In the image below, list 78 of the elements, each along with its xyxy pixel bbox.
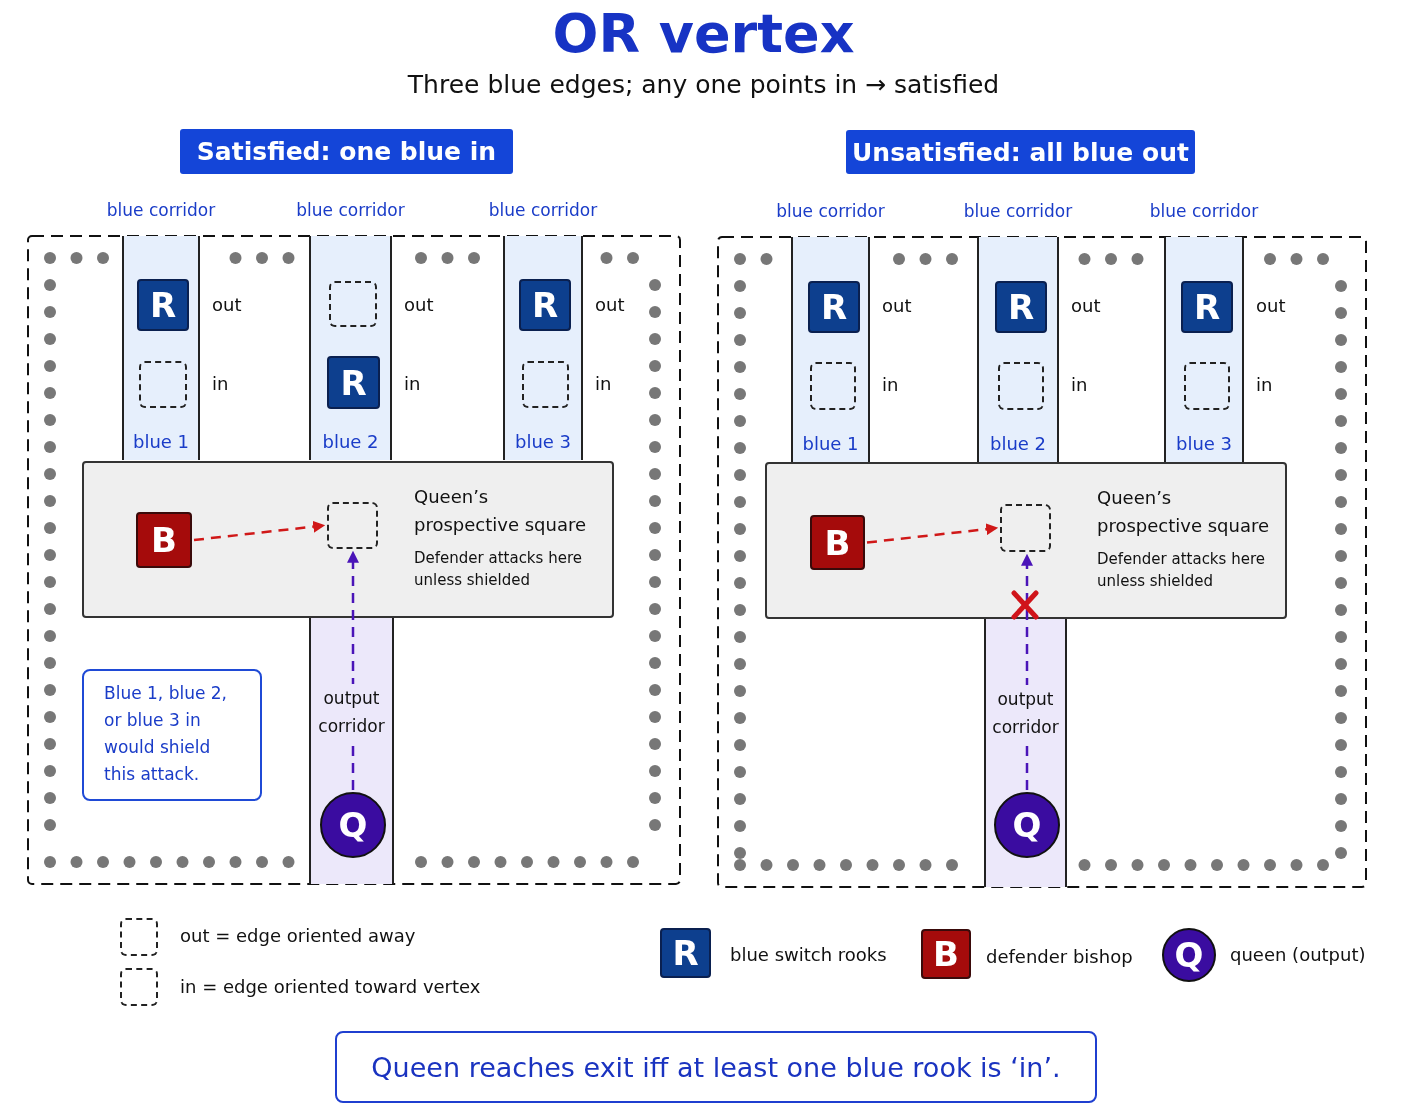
empty-square — [1184, 362, 1230, 410]
state-label: in — [882, 374, 899, 395]
bishop-tile: B — [136, 512, 192, 568]
state-label: out — [404, 294, 434, 315]
arrow — [1021, 553, 1033, 790]
zone-heading: Queen’s prospective square — [1097, 486, 1271, 538]
corridor-band — [977, 237, 1059, 462]
corridor-label: blue 1 — [131, 431, 191, 452]
rook-tile: R — [519, 279, 571, 331]
corridor-band — [309, 618, 394, 884]
rook-tile: R — [137, 279, 189, 331]
empty-square — [522, 361, 569, 408]
rook-tile: R — [808, 281, 860, 333]
bishop-tile: B — [921, 929, 971, 979]
rook-tile: R — [995, 281, 1047, 333]
rook-tile: R — [660, 928, 711, 978]
corridor-band — [309, 236, 392, 460]
state-label: out — [595, 294, 625, 315]
empty-square — [810, 362, 856, 410]
state-label: in — [1071, 374, 1088, 395]
corridor-band — [122, 236, 200, 460]
corridor-heading: blue corridor — [962, 201, 1074, 221]
corridor-heading: blue corridor — [1148, 201, 1260, 221]
legend-text: defender bishop — [986, 946, 1133, 967]
corridor-band — [791, 237, 870, 462]
legend-text: blue switch rooks — [730, 944, 887, 965]
corridor-label: blue 1 — [801, 433, 860, 454]
corridor-label: blue 3 — [1174, 433, 1234, 454]
state-label: in — [404, 373, 421, 394]
rook-tile: R — [327, 356, 380, 409]
corridor-label: output corridor — [317, 684, 386, 740]
arrow — [347, 550, 359, 790]
note-box: Blue 1, blue 2, or blue 3 in would shield this attack. — [82, 669, 262, 801]
corridor-label: blue 3 — [513, 431, 573, 452]
target-zone-panel — [82, 461, 614, 618]
zone-heading: Queen’s prospective square — [414, 485, 588, 537]
zone-description: Defender attacks here unless shielded — [1097, 549, 1266, 592]
state-label: out — [882, 295, 912, 316]
conclusion-box: Queen reaches exit iff at least one blue rook is ‘in’. — [335, 1031, 1097, 1103]
empty-square — [329, 281, 377, 327]
corridor-heading: blue corridor — [487, 200, 599, 220]
queen-token: Q — [994, 792, 1060, 858]
rook-tile: R — [1181, 281, 1233, 333]
state-label: out — [212, 294, 242, 315]
corridor-label: blue 2 — [321, 431, 380, 452]
panel-header: Satisfied: one blue in — [180, 129, 513, 174]
target-zone-panel — [765, 462, 1287, 619]
queen-token: Q — [1162, 928, 1216, 982]
empty-square — [1000, 504, 1051, 552]
title: OR vertex — [551, 1, 856, 67]
empty-square — [139, 361, 187, 408]
corridor-band — [503, 236, 583, 460]
empty-square — [120, 918, 158, 956]
state-label: in — [595, 373, 612, 394]
corridor-band — [984, 619, 1067, 887]
state-label: out — [1071, 295, 1101, 316]
corridor-heading: blue corridor — [105, 200, 217, 220]
state-label: in — [1256, 374, 1273, 395]
arrow — [866, 523, 999, 544]
state-label: in — [212, 373, 229, 394]
state-label: out — [1256, 295, 1286, 316]
subtitle: Three blue edges; any one points in → satisfied — [406, 70, 1001, 99]
panel-header: Unsatisfied: all blue out — [846, 130, 1195, 174]
corridor-heading: blue corridor — [295, 200, 406, 220]
legend-text: in = edge oriented toward vertex — [180, 976, 481, 997]
legend-text: out = edge oriented away — [180, 925, 416, 946]
corridor-heading: blue corridor — [775, 201, 886, 221]
bishop-tile: B — [810, 515, 865, 570]
corridor-label: output corridor — [992, 685, 1059, 741]
empty-square — [120, 968, 158, 1006]
corridor-band — [1164, 237, 1244, 462]
corridor-label: blue 2 — [988, 433, 1048, 454]
legend-text: queen (output) — [1230, 944, 1366, 965]
empty-square — [998, 362, 1044, 410]
zone-description: Defender attacks here unless shielded — [414, 548, 583, 591]
empty-square — [327, 502, 378, 549]
arrow — [193, 520, 326, 542]
queen-token: Q — [320, 792, 386, 858]
